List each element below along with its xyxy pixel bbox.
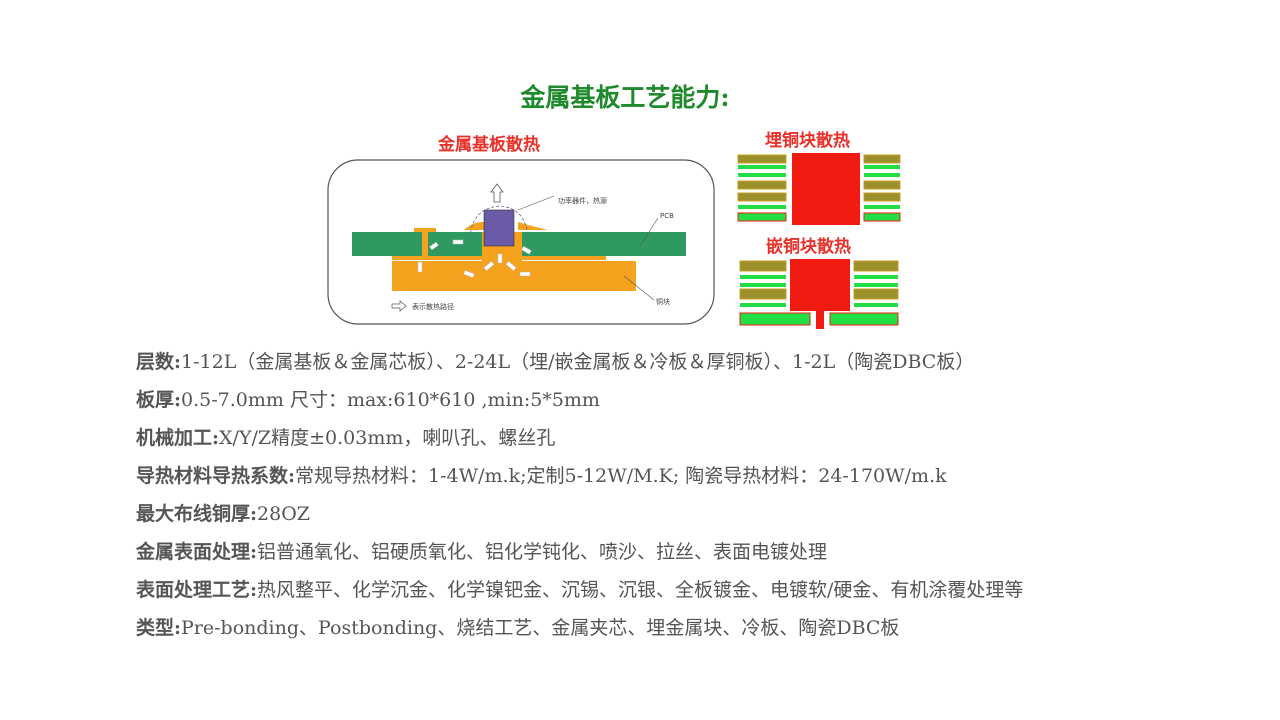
metal-substrate-diagram: 功率器件，热源 PCB 铜块 表示散热路径	[327, 159, 715, 325]
copper-block	[392, 261, 636, 291]
spec-value: 0.5-7.0mm 尺寸：max:610*610 ,min:5*5mm	[181, 389, 600, 411]
spec-label: 板厚:	[136, 389, 182, 411]
spec-value: X/Y/Z精度±0.03mm，喇叭孔、螺丝孔	[219, 427, 556, 449]
spec-label: 最大布线铜厚:	[136, 503, 258, 525]
embedded-copper-block	[792, 153, 860, 225]
spec-label: 类型:	[136, 617, 182, 639]
left-layers	[739, 260, 811, 326]
spec-layers: 层数:1-12L（金属基板＆金属芯板）、2-24L（埋/嵌金属板＆冷板＆厚铜板）…	[136, 343, 1023, 381]
spec-surface-finish: 表面处理工艺:热风整平、化学沉金、化学镍钯金、沉锡、沉银、全板镀金、电镀软/硬金…	[136, 571, 1023, 609]
embedded-copper-caption: 埋铜块散热	[765, 131, 850, 151]
metal-substrate-caption: 金属基板散热	[438, 135, 540, 155]
inlaid-copper-caption: 嵌铜块散热	[766, 237, 851, 257]
spec-label: 层数:	[136, 351, 182, 373]
spec-value: Pre-bonding、Postbonding、烧结工艺、金属夹芯、埋金属块、冷…	[181, 617, 900, 639]
spec-value: 常规导热材料：1-4W/m.k;定制5-12W/M.K; 陶瓷导热材料：24-1…	[295, 465, 947, 487]
spec-label: 金属表面处理:	[136, 541, 258, 563]
spec-copper-thickness: 最大布线铜厚:28OZ	[136, 495, 1023, 533]
spec-value: 1-12L（金属基板＆金属芯板）、2-24L（埋/嵌金属板＆冷板＆厚铜板）、1-…	[181, 351, 975, 373]
right-layers	[863, 154, 901, 222]
page-title: 金属基板工艺能力:	[520, 83, 730, 112]
pcb-label: PCB	[660, 212, 674, 220]
spec-value: 28OZ	[257, 503, 310, 525]
legend-label: 表示散热路径	[412, 302, 454, 311]
spec-value: 热风整平、化学沉金、化学镍钯金、沉锡、沉银、全板镀金、电镀软/硬金、有机涂覆处理…	[257, 579, 1024, 601]
embedded-copper-diagram	[734, 149, 902, 229]
component-label: 功率器件，热源	[558, 196, 607, 205]
spec-value: 铝普通氧化、铝硬质氧化、铝化学钝化、喷沙、拉丝、表面电镀处理	[257, 541, 828, 563]
spec-types: 类型:Pre-bonding、Postbonding、烧结工艺、金属夹芯、埋金属…	[136, 609, 1023, 647]
spec-thermal-conductivity: 导热材料导热系数:常规导热材料：1-4W/m.k;定制5-12W/M.K; 陶瓷…	[136, 457, 1023, 495]
spec-label: 导热材料导热系数:	[136, 465, 296, 487]
spec-machining: 机械加工:X/Y/Z精度±0.03mm，喇叭孔、螺丝孔	[136, 419, 1023, 457]
inlaid-copper-diagram	[734, 255, 902, 331]
copper-block-label: 铜块	[656, 297, 670, 306]
spec-label: 机械加工:	[136, 427, 220, 449]
spec-metal-surface: 金属表面处理:铝普通氧化、铝硬质氧化、铝化学钝化、喷沙、拉丝、表面电镀处理	[136, 533, 1023, 571]
legend-arrow-icon	[391, 300, 407, 312]
spec-list: 层数:1-12L（金属基板＆金属芯板）、2-24L（埋/嵌金属板＆冷板＆厚铜板）…	[136, 343, 1023, 647]
spec-thickness: 板厚:0.5-7.0mm 尺寸：max:610*610 ,min:5*5mm	[136, 381, 1023, 419]
inlaid-copper-block	[790, 259, 850, 329]
chip	[483, 209, 515, 247]
spec-label: 表面处理工艺:	[136, 579, 258, 601]
left-layers	[737, 154, 787, 222]
right-layers	[829, 260, 899, 326]
